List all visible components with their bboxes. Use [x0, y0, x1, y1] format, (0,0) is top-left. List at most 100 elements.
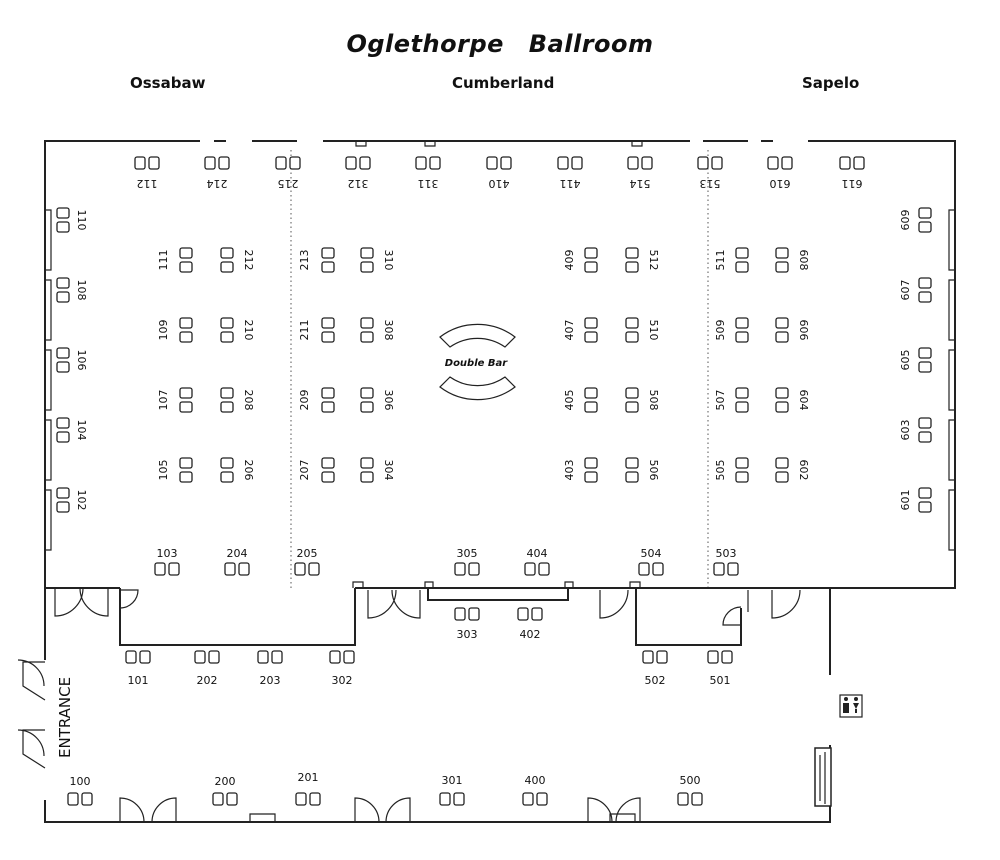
booth-number: 511: [714, 250, 727, 271]
chair-icon: [360, 387, 374, 399]
booth-105[interactable]: 105: [157, 457, 193, 483]
booth-number: 507: [714, 390, 727, 411]
booth-503[interactable]: 503: [713, 547, 739, 576]
booth-514[interactable]: 514: [627, 156, 653, 190]
booth-103[interactable]: 103: [154, 547, 180, 576]
booth-402[interactable]: 402: [517, 607, 543, 641]
chair-icon: [697, 156, 709, 170]
chair-icon: [625, 387, 639, 399]
booth-208[interactable]: 208: [220, 387, 255, 413]
booth-number: 400: [525, 774, 546, 787]
booth-407[interactable]: 407: [563, 317, 598, 343]
chair-icon: [179, 247, 193, 259]
chair-icon: [308, 562, 320, 576]
booth-500[interactable]: 500: [677, 774, 703, 806]
booth-number: 105: [157, 460, 170, 481]
booth-404[interactable]: 404: [524, 547, 550, 576]
booth-number: 311: [418, 177, 439, 190]
booth-109[interactable]: 109: [157, 317, 193, 343]
booth-number: 611: [842, 177, 863, 190]
booth-107[interactable]: 107: [157, 387, 193, 413]
booth-410[interactable]: 410: [486, 156, 512, 190]
booth-506[interactable]: 506: [625, 457, 660, 483]
booth-108[interactable]: 108: [56, 277, 88, 303]
booth-207[interactable]: 207: [298, 457, 335, 483]
chair-icon: [56, 291, 70, 303]
booth-number: 411: [560, 177, 581, 190]
booth-201[interactable]: 201: [295, 771, 321, 806]
booth-405[interactable]: 405: [563, 387, 598, 413]
booth-501[interactable]: 501: [707, 650, 733, 687]
booth-508[interactable]: 508: [625, 387, 660, 413]
booth-number: 203: [260, 674, 281, 687]
booth-number: 101: [128, 674, 149, 687]
chair-icon: [56, 207, 70, 219]
booth-513[interactable]: 513: [697, 156, 723, 190]
booth-312[interactable]: 312: [345, 156, 371, 190]
booth-number: 513: [700, 177, 721, 190]
booth-602[interactable]: 602: [775, 457, 810, 483]
booth-104[interactable]: 104: [56, 417, 88, 443]
booth-302[interactable]: 302: [329, 650, 355, 687]
booth-605[interactable]: 605: [899, 347, 932, 373]
booth-209[interactable]: 209: [298, 387, 335, 413]
booth-211[interactable]: 211: [298, 317, 335, 343]
booth-213[interactable]: 213: [298, 247, 335, 273]
booth-411[interactable]: 411: [557, 156, 583, 190]
chair-icon: [711, 156, 723, 170]
booth-203[interactable]: 203: [257, 650, 283, 687]
booth-511[interactable]: 511: [714, 247, 749, 273]
booth-214[interactable]: 214: [204, 156, 230, 190]
booth-611[interactable]: 611: [839, 156, 865, 190]
booth-610[interactable]: 610: [767, 156, 793, 190]
booth-604[interactable]: 604: [775, 387, 810, 413]
booth-607[interactable]: 607: [899, 277, 932, 303]
booth-212[interactable]: 212: [220, 247, 255, 273]
booth-210[interactable]: 210: [220, 317, 255, 343]
chair-icon: [275, 156, 287, 170]
booth-308[interactable]: 308: [360, 317, 395, 343]
booth-112[interactable]: 112: [134, 156, 160, 190]
booth-606[interactable]: 606: [775, 317, 810, 343]
booth-509[interactable]: 509: [714, 317, 749, 343]
booth-111[interactable]: 111: [157, 247, 193, 273]
booth-310[interactable]: 310: [360, 247, 395, 273]
booth-202[interactable]: 202: [194, 650, 220, 687]
booth-305[interactable]: 305: [454, 547, 480, 576]
booth-400[interactable]: 400: [522, 774, 548, 806]
booth-603[interactable]: 603: [899, 417, 932, 443]
booth-number: 104: [75, 420, 88, 441]
booth-100[interactable]: 100: [67, 775, 93, 806]
booth-206[interactable]: 206: [220, 457, 255, 483]
booth-403[interactable]: 403: [563, 457, 598, 483]
booth-number: 501: [710, 674, 731, 687]
booth-504[interactable]: 504: [638, 547, 664, 576]
booth-101[interactable]: 101: [125, 650, 151, 687]
booth-601[interactable]: 601: [899, 487, 932, 513]
booth-311[interactable]: 311: [415, 156, 441, 190]
booth-number: 207: [298, 460, 311, 481]
booth-106[interactable]: 106: [56, 347, 88, 373]
booth-110[interactable]: 110: [56, 207, 88, 233]
booth-306[interactable]: 306: [360, 387, 395, 413]
booth-200[interactable]: 200: [212, 775, 238, 806]
booth-205[interactable]: 205: [294, 547, 320, 576]
booth-301[interactable]: 301: [439, 774, 465, 806]
booth-409[interactable]: 409: [563, 247, 598, 273]
booth-507[interactable]: 507: [714, 387, 749, 413]
booth-505[interactable]: 505: [714, 457, 749, 483]
booth-510[interactable]: 510: [625, 317, 660, 343]
booth-number: 106: [75, 350, 88, 371]
booth-204[interactable]: 204: [224, 547, 250, 576]
chair-icon: [775, 331, 789, 343]
booth-304[interactable]: 304: [360, 457, 395, 483]
booth-609[interactable]: 609: [899, 207, 932, 233]
booth-502[interactable]: 502: [642, 650, 668, 687]
booth-303[interactable]: 303: [454, 607, 480, 641]
booth-number: 608: [797, 250, 810, 271]
booth-512[interactable]: 512: [625, 247, 660, 273]
chair-icon: [343, 650, 355, 664]
booth-608[interactable]: 608: [775, 247, 810, 273]
booth-102[interactable]: 102: [56, 487, 88, 513]
booth-215[interactable]: 215: [275, 156, 301, 190]
